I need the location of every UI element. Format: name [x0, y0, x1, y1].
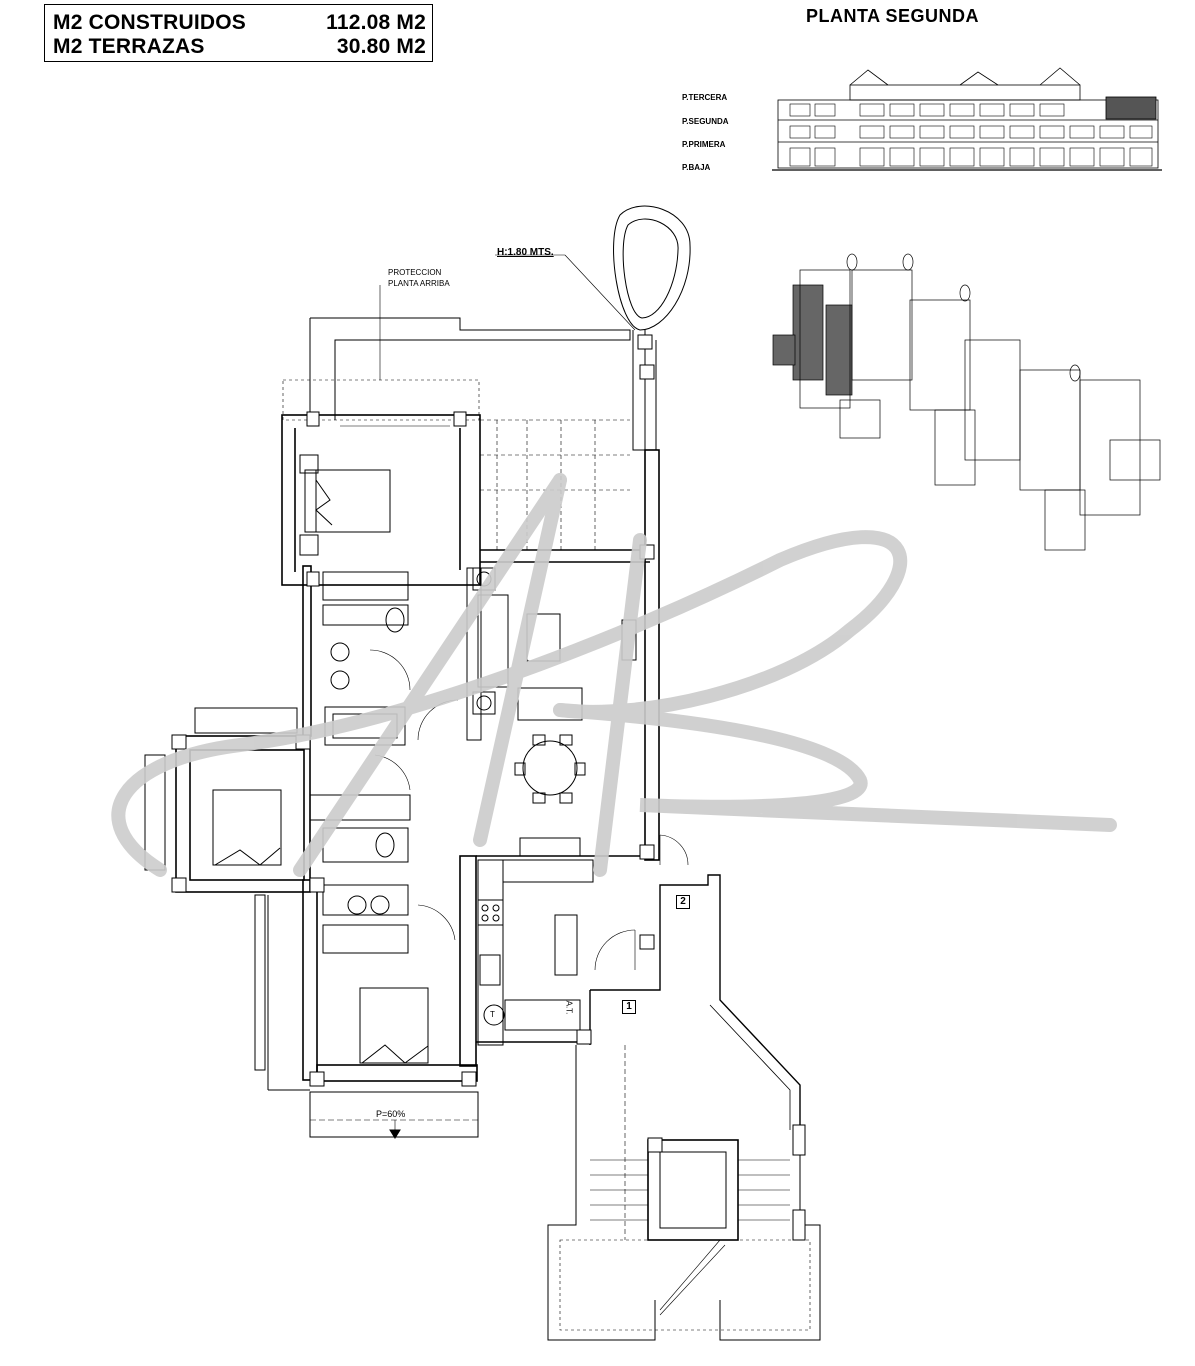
protection-note-line2: PLANTA ARRIBA [388, 279, 450, 288]
at-annotation: A.T. [564, 1000, 574, 1015]
floor-title: PLANTA SEGUNDA [806, 6, 979, 26]
terrace-area-value: 30.80 M2 [336, 35, 426, 58]
site-key-plan [772, 253, 1161, 551]
level-label-baja: P.BAJA [682, 163, 711, 172]
room-label-1: 1 [622, 1000, 636, 1014]
protection-note-line1: PROTECCION [388, 268, 442, 277]
apartment-floor-plan [144, 205, 821, 1341]
watermark-logo [111, 473, 1117, 877]
highlighted-unit-elevation [1105, 96, 1157, 120]
building-elevation [772, 67, 1162, 171]
level-label-tercera: P.TERCERA [682, 93, 728, 102]
slope-annotation: P=60% [376, 1109, 406, 1119]
area-summary-box: M2 CONSTRUIDOS 112.08 M2 M2 TERRAZAS 30.… [44, 4, 433, 62]
terrace-area-label: M2 TERRAZAS [53, 35, 205, 58]
height-annotation: H:1.80 MTS. [497, 247, 554, 258]
level-label-segunda: P.SEGUNDA [682, 117, 729, 126]
built-area-value: 112.08 M2 [326, 11, 426, 34]
built-area-label: M2 CONSTRUIDOS [53, 11, 246, 34]
terrace-area-row: M2 TERRAZAS 30.80 M2 [53, 35, 426, 58]
built-area-row: M2 CONSTRUIDOS 112.08 M2 [53, 11, 426, 34]
room-label-2: 2 [676, 895, 690, 909]
level-label-primera: P.PRIMERA [682, 140, 726, 149]
t-annotation: T [490, 1010, 495, 1019]
